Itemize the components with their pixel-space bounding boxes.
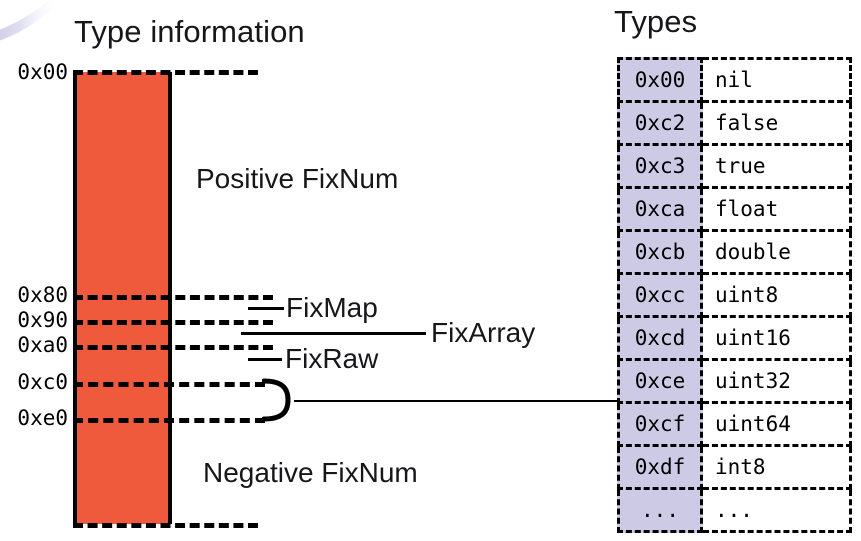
type-name-cell: uint8 (703, 275, 852, 318)
dash-rule-0xff (73, 523, 258, 528)
callout-label-fixmap: FixMap (286, 292, 378, 323)
type-code-cell: ... (617, 490, 703, 533)
type-code-cell: 0xc2 (617, 103, 703, 146)
dash-rule-0x00 (73, 70, 258, 75)
tick-label-0x80: 0x80 (17, 283, 68, 307)
type-code-cell: 0xcf (617, 404, 703, 447)
page-title-type-information: Type information (74, 14, 305, 49)
type-name-cell: uint16 (703, 318, 852, 361)
dash-rule-0xa0 (73, 345, 273, 350)
type-code-cell: 0x00 (617, 57, 703, 103)
type-code-cell: 0xce (617, 361, 703, 404)
tick-label-0x90: 0x90 (17, 308, 68, 332)
type-code-cell: 0xcd (617, 318, 703, 361)
fixraw-leader-line (248, 358, 282, 361)
band-label-positive-fixnum: Positive FixNum (196, 163, 399, 194)
brace-to-table-connector (294, 400, 617, 402)
type-code-cell: 0xcb (617, 232, 703, 275)
type-name-cell: ... (703, 490, 852, 533)
table-row: ...... (617, 490, 852, 533)
page-title-types: Types (614, 4, 698, 39)
dash-rule-0xe0 (73, 418, 265, 423)
dash-rule-0xc0 (73, 382, 265, 387)
dash-rule-0x90 (73, 320, 273, 325)
type-name-cell: float (703, 189, 852, 232)
type-name-cell: false (703, 103, 852, 146)
type-code-cell: 0xcc (617, 275, 703, 318)
tick-label-0xc0: 0xc0 (17, 370, 68, 394)
tick-label-0xa0: 0xa0 (17, 333, 68, 357)
type-code-cell: 0xdf (617, 447, 703, 490)
type-code-cell: 0xca (617, 189, 703, 232)
type-name-cell: true (703, 146, 852, 189)
type-name-cell: int8 (703, 447, 852, 490)
type-name-cell: uint32 (703, 361, 852, 404)
tick-label-0x00: 0x00 (17, 60, 68, 84)
type-code-cell: 0xc3 (617, 146, 703, 189)
range-to-table-brace (261, 378, 298, 422)
type-name-cell: nil (703, 57, 852, 103)
callout-label-fixraw: FixRaw (285, 343, 379, 374)
fixarray-leader-line (241, 332, 426, 335)
tick-label-0xe0: 0xe0 (17, 406, 68, 430)
dash-rule-0x80 (73, 295, 273, 300)
type-name-cell: uint64 (703, 404, 852, 447)
type-name-cell: double (703, 232, 852, 275)
callout-label-fixarray: FixArray (431, 317, 536, 348)
band-label-negative-fixnum: Negative FixNum (203, 457, 418, 488)
fixmap-leader-line (248, 307, 284, 310)
